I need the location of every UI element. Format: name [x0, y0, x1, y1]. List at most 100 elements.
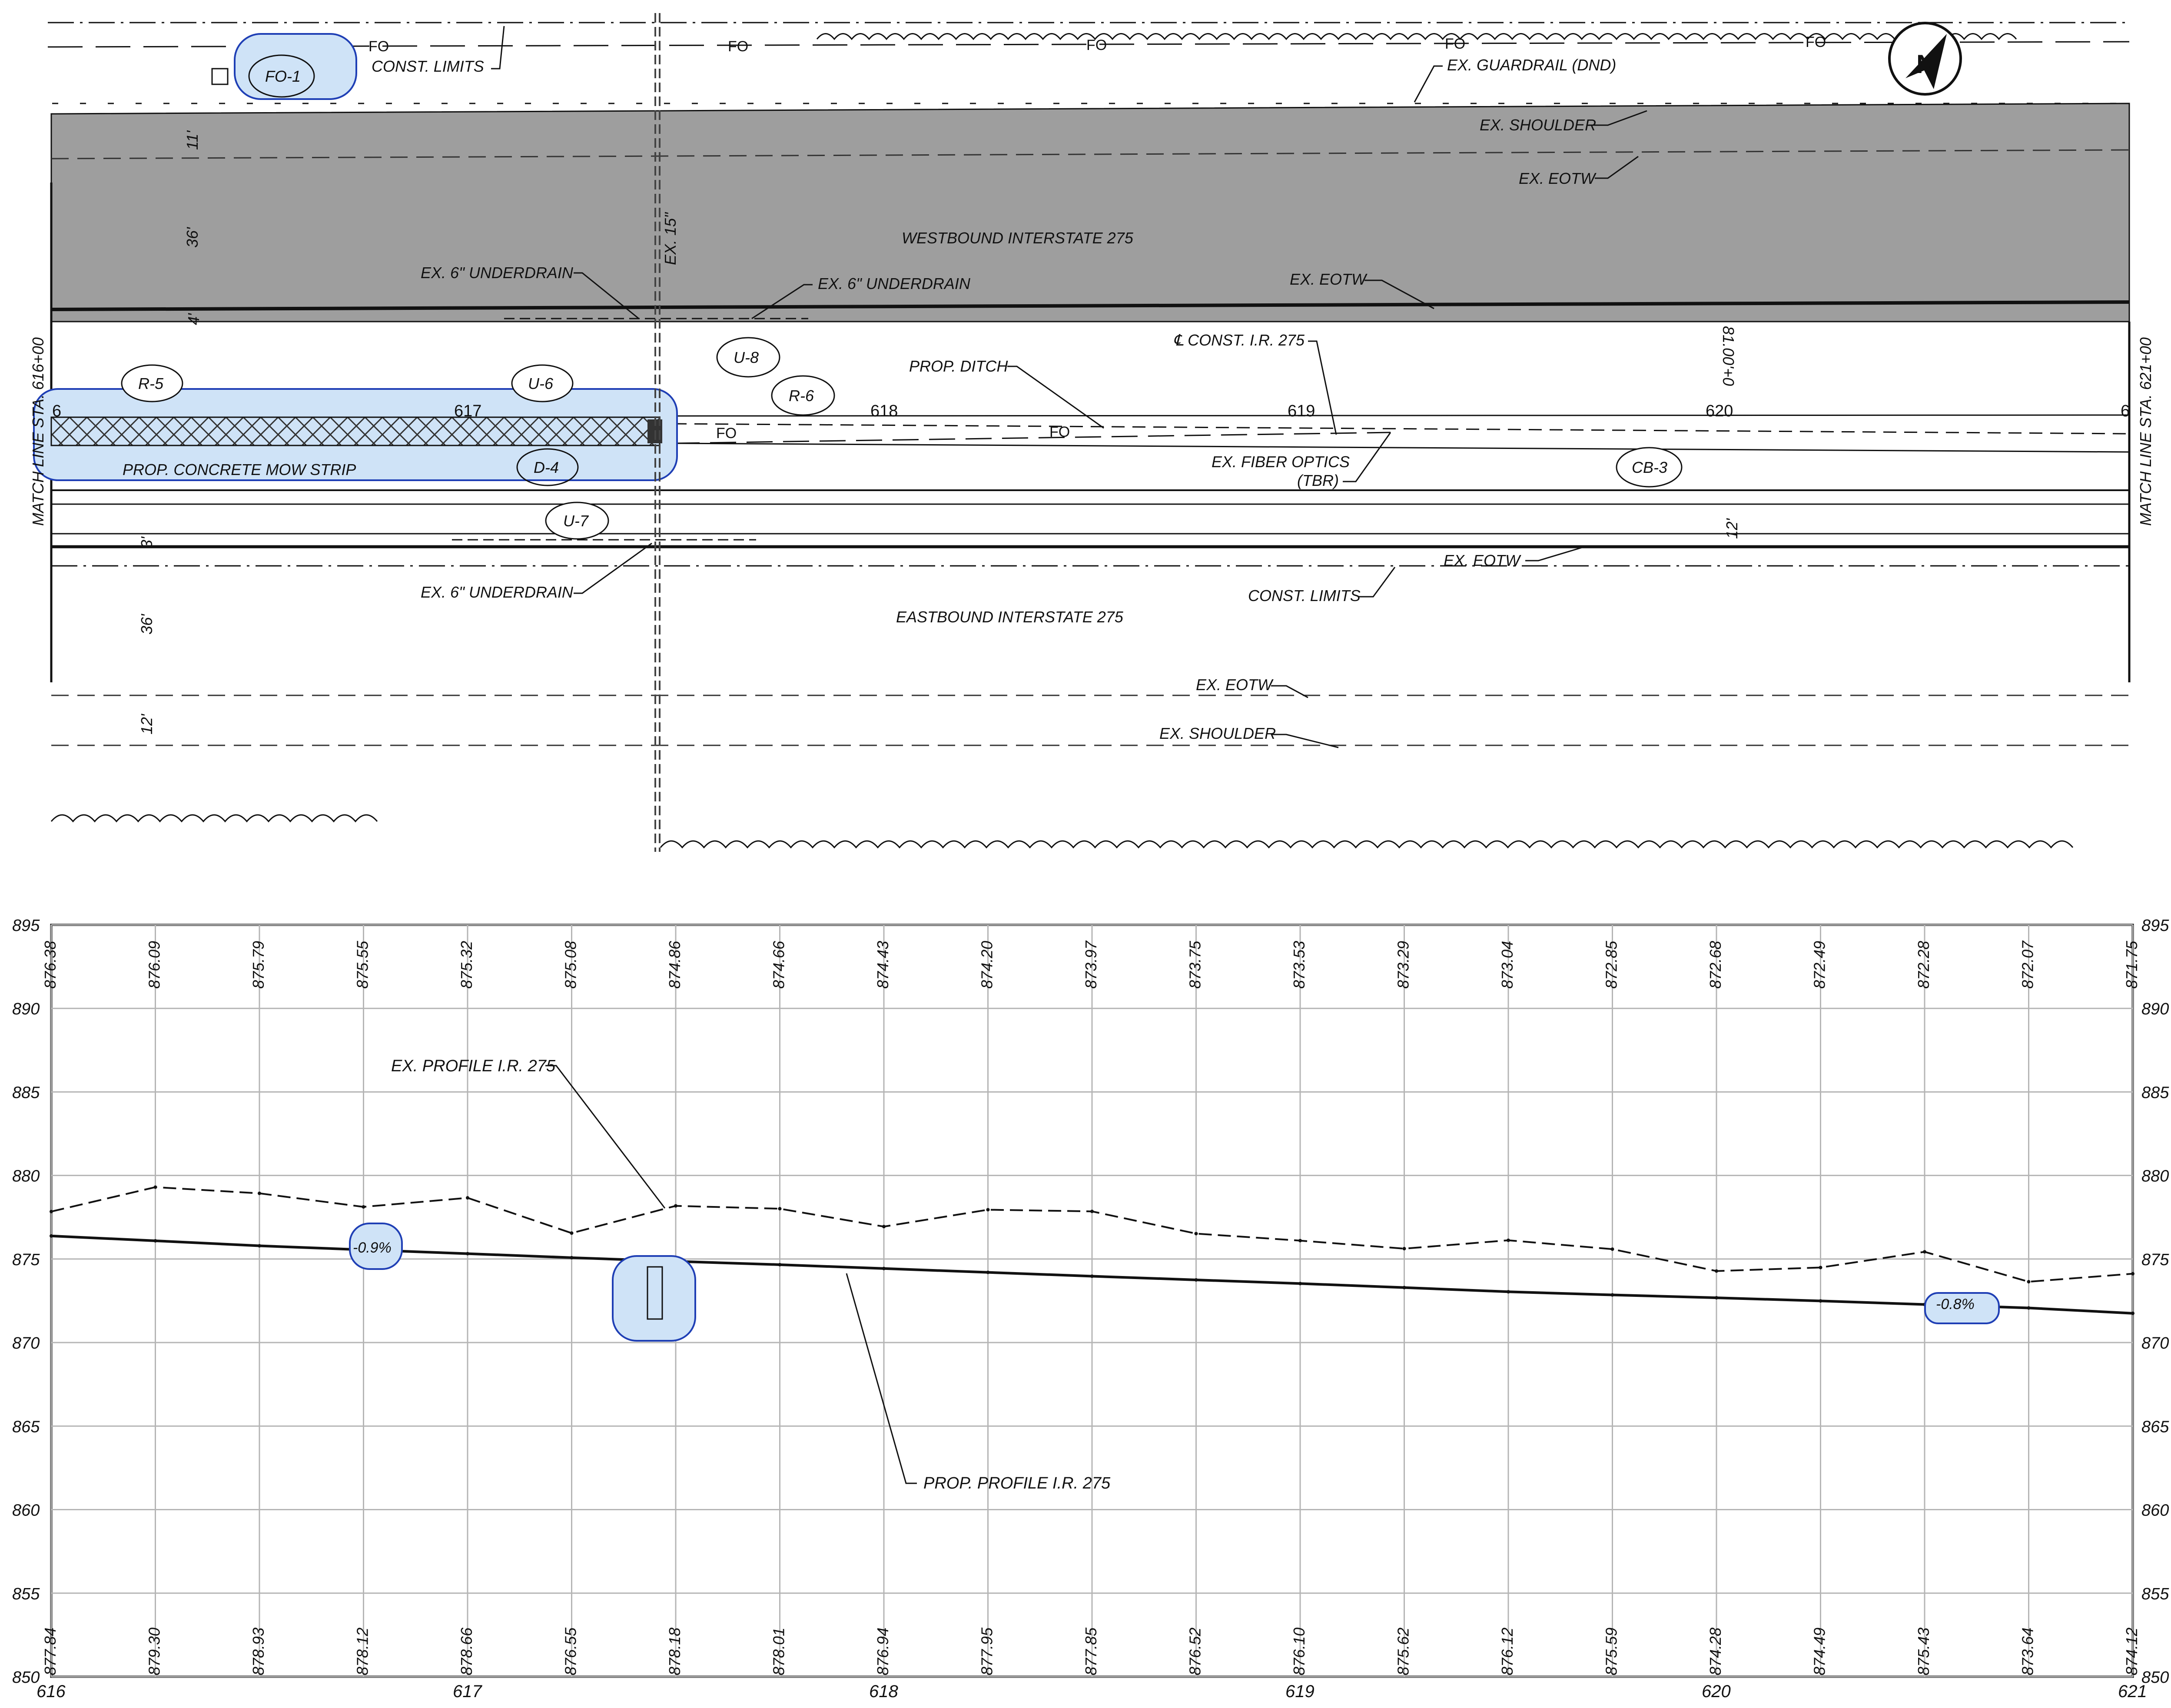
- elevation-label-right: 895: [2141, 917, 2169, 935]
- leader-ex-shoulder-top: [1588, 110, 1647, 126]
- leader-ex-profile: [545, 1065, 666, 1209]
- tree-line-bottom-right: [660, 840, 2074, 849]
- dimension-label: 36': [138, 614, 156, 635]
- match-line-right: MATCH LINE STA. 621+00: [2137, 337, 2154, 526]
- ex-elevation-label: 878.01: [770, 1628, 788, 1675]
- profile-point: [570, 1256, 574, 1259]
- profile-point: [1090, 1210, 1094, 1213]
- wb-eotw-solid: [51, 300, 2130, 311]
- dimension-label: 11': [183, 130, 201, 150]
- fo-mark: FO: [728, 38, 748, 55]
- north-arrow-icon: N: [1888, 22, 1962, 96]
- profile-station-label: 621: [2118, 1682, 2147, 1701]
- prop-elevation-label: 875.55: [354, 940, 372, 989]
- tree-line-top: [816, 33, 2017, 40]
- profile-point: [674, 1204, 677, 1208]
- leader-prop-profile: [846, 1273, 917, 1484]
- wb-eotw-dashed: [51, 149, 2130, 160]
- ex-eotw-lower-label: EX. EOTW: [1196, 676, 1274, 694]
- prop-elevation-label: 873.53: [1290, 941, 1308, 989]
- ex-elevation-label: 874.12: [2123, 1628, 2141, 1675]
- prop-elevation-label: 872.28: [1915, 941, 1932, 989]
- ex-15-label: EX. 15": [661, 212, 679, 265]
- leader-const-limits-bottom: [1358, 567, 1396, 598]
- profile-point: [2027, 1280, 2031, 1284]
- profile-point: [153, 1185, 157, 1189]
- prop-elevation-label: 871.75: [2123, 940, 2141, 989]
- tree-line-bottom-left: [50, 814, 378, 823]
- match-line-left: MATCH LINE STA. 616+00: [29, 337, 47, 526]
- leader-const-centerline: [1308, 340, 1337, 435]
- ex-elevation-label: 875.59: [1603, 1628, 1620, 1675]
- leader-ex-underdrain-left: [574, 272, 639, 319]
- prop-elevation-label: 872.49: [1811, 941, 1829, 989]
- westbound-label: WESTBOUND INTERSTATE 275: [902, 229, 1134, 247]
- fo-mark: FO: [1445, 36, 1465, 52]
- mow-strip-hatch: [50, 416, 661, 446]
- station-label: 620: [1706, 402, 1733, 420]
- ex-elevation-label: 876.12: [1498, 1628, 1516, 1675]
- profile-point: [986, 1270, 990, 1274]
- const-limits-bottom-label: CONST. LIMITS: [1248, 587, 1361, 605]
- ex-shoulder-lower-label: EX. SHOULDER: [1159, 724, 1276, 742]
- prop-ditch-line: [673, 423, 2130, 435]
- ex-eotw-top-label: EX. EOTW: [1519, 169, 1597, 187]
- ditch-flowline: [673, 442, 2130, 453]
- station-label: 617: [454, 402, 481, 420]
- leader-ex-fiber-optics: [1343, 432, 1391, 482]
- ex-eotw-wb-label: EX. EOTW: [1290, 270, 1368, 288]
- profile-point: [882, 1266, 886, 1270]
- structure-profile-icon: [647, 1266, 663, 1320]
- elevation-label-left: 850: [12, 1668, 40, 1687]
- prop-elevation-label: 873.75: [1186, 940, 1204, 989]
- elevation-label-right: 850: [2141, 1668, 2169, 1687]
- fo-mark-lower: FO: [716, 425, 737, 442]
- prop-elevation-label: 875.79: [249, 941, 267, 989]
- tbr-label: (TBR): [1297, 472, 1339, 489]
- elevation-label-right: 875: [2141, 1251, 2169, 1269]
- profile-point: [1715, 1296, 1718, 1300]
- fo-mark: FO: [368, 38, 389, 55]
- dimension-label: 12': [138, 714, 156, 734]
- dimension-label: 36': [183, 227, 201, 248]
- elevation-label-left: 890: [12, 1000, 40, 1018]
- prop-elevation-label: 875.08: [562, 941, 580, 989]
- profile-point: [258, 1191, 261, 1195]
- profile-point: [50, 1210, 53, 1213]
- ex-elevation-label: 875.62: [1394, 1628, 1412, 1675]
- revision-cloud-grade-1: [349, 1223, 403, 1270]
- profile-point: [570, 1231, 574, 1235]
- offset-label: 81.00'+0: [1720, 326, 1737, 386]
- elevation-label-right: 880: [2141, 1167, 2169, 1186]
- mow-strip-label: PROP. CONCRETE MOW STRIP: [123, 461, 356, 479]
- tag-fo-1: [248, 54, 315, 98]
- leader-ex-shoulder-lower: [1271, 734, 1339, 748]
- prop-elevation-label: 875.32: [458, 941, 475, 989]
- profile-point: [1194, 1278, 1198, 1282]
- elevation-label-right: 870: [2141, 1334, 2169, 1352]
- elevation-label-left: 870: [12, 1334, 40, 1352]
- ex-elevation-label: 877.95: [978, 1627, 996, 1675]
- elevation-label-left: 855: [12, 1585, 40, 1603]
- prop-elevation-label: 874.20: [978, 941, 996, 989]
- tag-d-4: [516, 448, 579, 486]
- profile-point: [778, 1263, 782, 1266]
- prop-elevation-label: 876.38: [41, 941, 59, 989]
- profile-point: [258, 1244, 261, 1248]
- leader-ex-eotw-eb: [1525, 547, 1582, 562]
- elevation-label-left: 885: [12, 1083, 40, 1102]
- profile-station-label: 616: [37, 1682, 66, 1701]
- ex-fiber-optics-label: EX. FIBER OPTICS: [1212, 453, 1350, 471]
- eastbound-label: EASTBOUND INTERSTATE 275: [896, 608, 1124, 626]
- profile-point: [986, 1208, 990, 1212]
- ex-elevation-label: 874.28: [1706, 1628, 1724, 1675]
- profile-point: [1298, 1239, 1302, 1243]
- svg-text:N: N: [1916, 50, 1935, 79]
- ex-underdrain-bottom-label: EX. 6" UNDERDRAIN: [421, 583, 574, 601]
- prop-elevation-label: 872.68: [1706, 941, 1724, 989]
- leader-ex-guardrail: [1414, 65, 1443, 103]
- profile-point: [1298, 1282, 1302, 1286]
- prop-elevation-label: 876.09: [146, 941, 163, 989]
- profile-point: [1194, 1232, 1198, 1236]
